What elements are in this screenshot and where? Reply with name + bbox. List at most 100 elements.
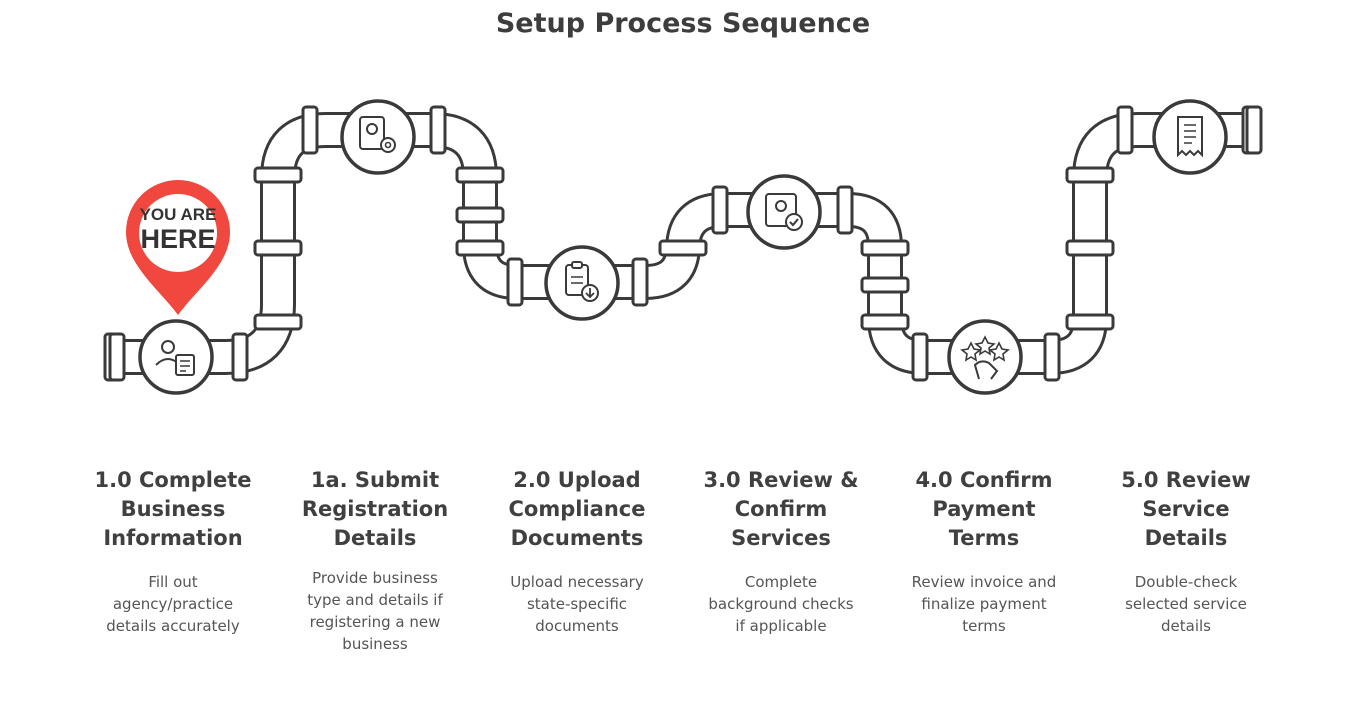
step-1-title-line-3: Information [103, 526, 243, 550]
star-middle [974, 335, 996, 356]
gear [380, 137, 396, 153]
step-4-title-line-1: 4.0 Confirm [915, 468, 1053, 492]
id-card-gear-icon [359, 116, 396, 153]
step-2-title: 2.0 Upload Compliance Documents [477, 466, 677, 553]
pipe-flange [1065, 166, 1115, 184]
stars-hand-icon [960, 335, 1010, 380]
step-1: 1.0 Complete Business Information Fill o… [73, 466, 273, 637]
marker-line-2: HERE [140, 224, 216, 254]
pipe-flange [231, 332, 249, 382]
check-circle [785, 213, 803, 231]
step-1-desc-line-1: Fill out [148, 573, 198, 591]
pipe-flange [108, 332, 126, 382]
step-4-title: 4.0 Confirm Payment Terms [884, 466, 1084, 553]
step-1a-desc-line-2: type and details if [307, 591, 443, 609]
pipe-flange [455, 206, 505, 224]
hand [973, 360, 999, 380]
receipt-lines [1184, 124, 1196, 144]
pipe [103, 105, 1263, 382]
pipe-flange [711, 185, 729, 235]
receipt-icon [1177, 116, 1203, 158]
step-1a-title-line-2: Registration [301, 497, 449, 521]
pipe-flange [455, 239, 505, 257]
pipe-flange [860, 313, 910, 331]
user-head [161, 340, 175, 354]
form-lines [180, 360, 190, 372]
step-1a-title-line-3: Details [333, 526, 417, 550]
step-1a-desc-line-3: registering a new [309, 613, 441, 631]
step-4-desc-line-3: terms [962, 617, 1006, 635]
pipe-flange [506, 257, 524, 307]
pipe-flange [860, 276, 910, 294]
id-card [359, 116, 385, 150]
step-3-title: 3.0 Review & Confirm Services [681, 466, 881, 553]
step-4-title-line-2: Payment [932, 497, 1036, 521]
step-3-title-line-2: Confirm [734, 497, 828, 521]
scan-frame [765, 193, 797, 227]
step-1a-desc-line-4: business [342, 635, 408, 653]
step-1-title-line-1: 1.0 Complete [94, 468, 252, 492]
step-node-2 [340, 99, 416, 175]
step-3-title-line-1: 3.0 Review & [703, 468, 859, 492]
scan-face [775, 200, 787, 212]
step-3-description: Complete background checks if applicable [681, 571, 881, 637]
gear-center [384, 141, 392, 149]
pipe-flange [455, 166, 505, 184]
marker-inner-circle [139, 194, 217, 272]
pipe-flange [429, 105, 447, 155]
step-2-desc-line-2: state-specific [526, 595, 628, 613]
pipe-flange [1065, 313, 1115, 331]
step-4-desc-line-1: Review invoice and [911, 573, 1057, 591]
step-1a-title-line-1: 1a. Submit [310, 468, 440, 492]
step-1-title: 1.0 Complete Business Information [73, 466, 273, 553]
step-2-desc-line-1: Upload necessary [510, 573, 644, 591]
step-1a-description: Provide business type and details if reg… [275, 567, 475, 655]
pipe-flange [1245, 105, 1263, 155]
step-node-5 [947, 319, 1023, 395]
step-1a-desc-line-1: Provide business [312, 569, 438, 587]
star-right [988, 341, 1010, 362]
pipe-flange [253, 313, 303, 331]
pipe-flange [658, 239, 708, 257]
step-5-title: 5.0 Review Service Details [1086, 466, 1286, 553]
step-2: 2.0 Upload Compliance Documents Upload n… [477, 466, 677, 637]
step-3-desc-line-3: if applicable [735, 617, 827, 635]
step-1-desc-line-3: details accurately [106, 617, 240, 635]
step-2-title-line-2: Compliance [508, 497, 646, 521]
step-2-title-line-1: 2.0 Upload [513, 468, 641, 492]
step-3-title-line-3: Services [731, 526, 831, 550]
pipe-flange [836, 185, 854, 235]
step-4-description: Review invoice and finalize payment term… [884, 571, 1084, 637]
clip [571, 261, 583, 269]
pipe-flange [911, 332, 929, 382]
step-1a-title: 1a. Submit Registration Details [275, 466, 475, 553]
pipe-flange [253, 166, 303, 184]
step-1-title-line-2: Business [120, 497, 226, 521]
step-1-description: Fill out agency/practice details accurat… [73, 571, 273, 637]
step-3-desc-line-2: background checks [708, 595, 854, 613]
pipe-nodes [138, 99, 1228, 395]
step-5: 5.0 Review Service Details Double-check … [1086, 466, 1286, 637]
user-form-icon [155, 340, 195, 376]
pipe-flange [1043, 332, 1061, 382]
step-1a: 1a. Submit Registration Details Provide … [275, 466, 475, 655]
step-5-description: Double-check selected service details [1086, 571, 1286, 637]
step-2-desc-line-3: documents [535, 617, 619, 635]
id-face [366, 123, 378, 135]
pipeline-diagram [103, 99, 1263, 395]
step-node-4 [746, 174, 822, 250]
step-5-desc-line-2: selected service [1125, 595, 1247, 613]
step-4: 4.0 Confirm Payment Terms Review invoice… [884, 466, 1084, 637]
you-are-here-marker [126, 180, 230, 315]
pipe-flange [860, 239, 910, 257]
pipe-flange [253, 239, 303, 257]
star-left [960, 341, 982, 362]
step-1-desc-line-2: agency/practice [112, 595, 234, 613]
step-5-title-line-2: Service [1142, 497, 1230, 521]
step-5-title-line-3: Details [1144, 526, 1228, 550]
clip-lines [571, 276, 583, 284]
pipe-flange [1116, 105, 1134, 155]
diagram-title: Setup Process Sequence [495, 8, 871, 39]
check-mark [789, 218, 799, 227]
marker-line-1: YOU ARE [139, 205, 217, 224]
